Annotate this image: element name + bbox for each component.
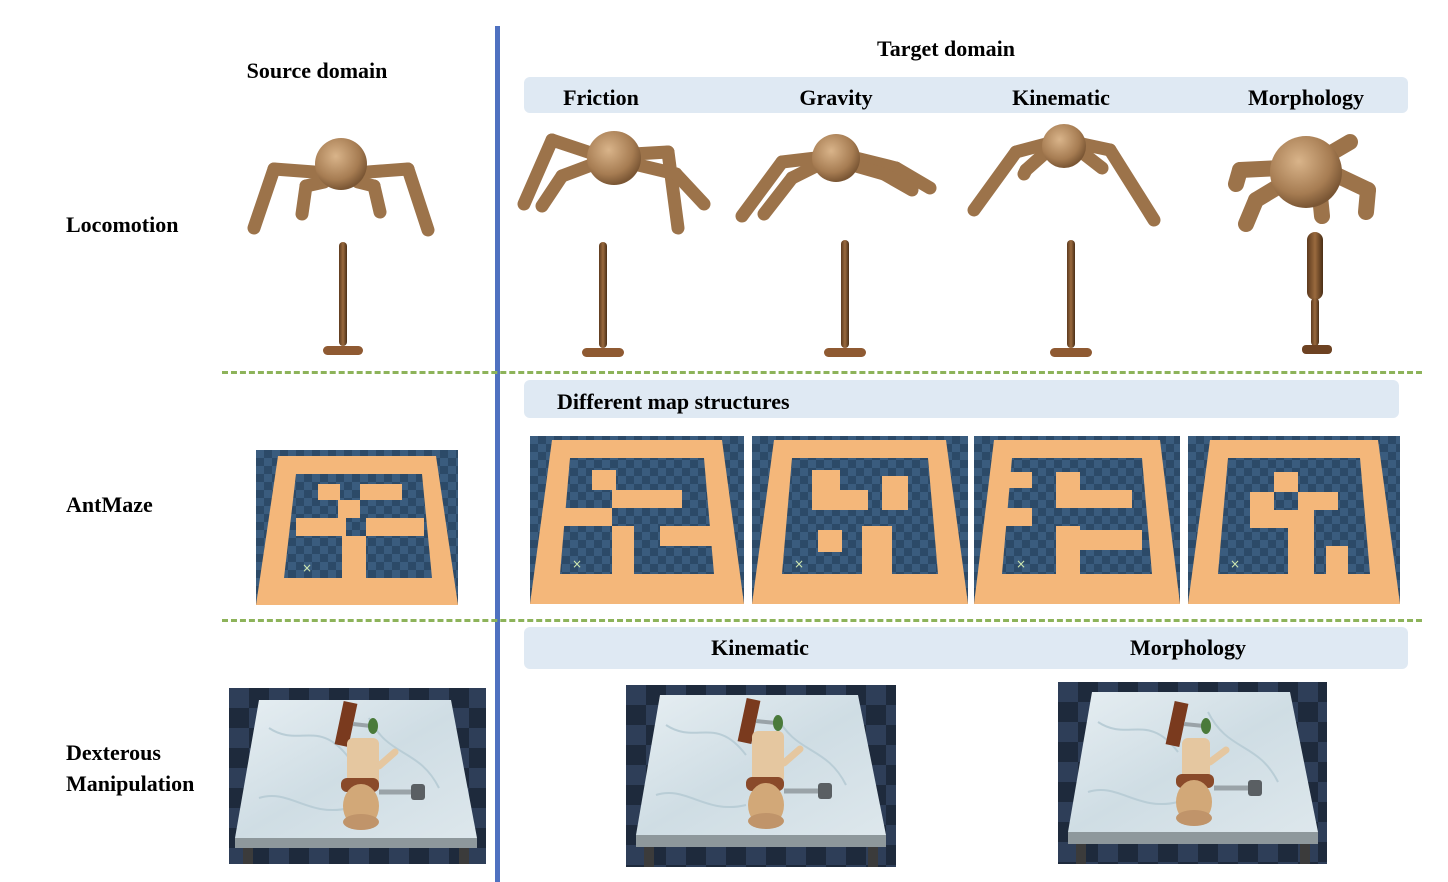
dex-target-label-morphology: Morphology bbox=[1129, 635, 1247, 660]
dex-target-kinematic-image bbox=[626, 685, 896, 867]
hopper-robot-gravity-image bbox=[822, 236, 868, 360]
antmaze-target-map-1: × bbox=[530, 436, 744, 604]
antmaze-target-banner bbox=[524, 380, 1399, 418]
hopper-robot-image bbox=[320, 238, 366, 360]
dex-target-morphology-image bbox=[1058, 682, 1327, 864]
row-label-antmaze: AntMaze bbox=[66, 492, 153, 517]
target-domain-header: Target domain bbox=[877, 36, 1015, 61]
svg-text:×: × bbox=[1016, 557, 1026, 571]
antmaze-target-map-3: × bbox=[974, 436, 1180, 604]
target-label-morphology: Morphology bbox=[1247, 85, 1365, 110]
row-divider-2 bbox=[222, 619, 1422, 622]
ant-robot-image bbox=[244, 134, 438, 242]
ant-robot-gravity-image bbox=[734, 132, 938, 224]
antmaze-target-map-4: × bbox=[1188, 436, 1400, 604]
locomotion-target-banner bbox=[524, 77, 1408, 113]
svg-text:×: × bbox=[572, 557, 582, 571]
dex-target-label-kinematic: Kinematic bbox=[711, 635, 809, 660]
dex-source-image bbox=[229, 688, 486, 864]
hopper-robot-kinematic-image bbox=[1048, 236, 1094, 360]
source-domain-header: Source domain bbox=[246, 58, 388, 83]
row-label-dexterous-line1: Dexterous bbox=[66, 740, 161, 765]
antmaze-banner-label: Different map structures bbox=[557, 389, 790, 414]
ant-robot-morphology-image bbox=[1226, 126, 1382, 238]
hopper-robot-morphology-image bbox=[1296, 228, 1336, 358]
antmaze-source-image: × bbox=[256, 450, 458, 605]
antmaze-target-map-2: × bbox=[752, 436, 968, 604]
ant-robot-kinematic-image bbox=[964, 120, 1162, 228]
row-label-locomotion: Locomotion bbox=[66, 212, 179, 237]
row-divider-1 bbox=[222, 371, 1422, 374]
svg-text:×: × bbox=[302, 561, 312, 575]
target-label-friction: Friction bbox=[563, 85, 639, 110]
hopper-robot-friction-image bbox=[580, 238, 626, 360]
dex-target-banner bbox=[524, 627, 1408, 669]
row-label-dexterous: Dexterous Manipulation bbox=[66, 737, 194, 799]
svg-text:×: × bbox=[1230, 557, 1240, 571]
svg-text:×: × bbox=[794, 557, 804, 571]
ant-robot-friction-image bbox=[516, 124, 712, 236]
target-label-kinematic: Kinematic bbox=[1012, 85, 1110, 110]
row-label-dexterous-line2: Manipulation bbox=[66, 771, 195, 796]
target-label-gravity: Gravity bbox=[799, 85, 873, 110]
vertical-divider bbox=[495, 26, 500, 882]
